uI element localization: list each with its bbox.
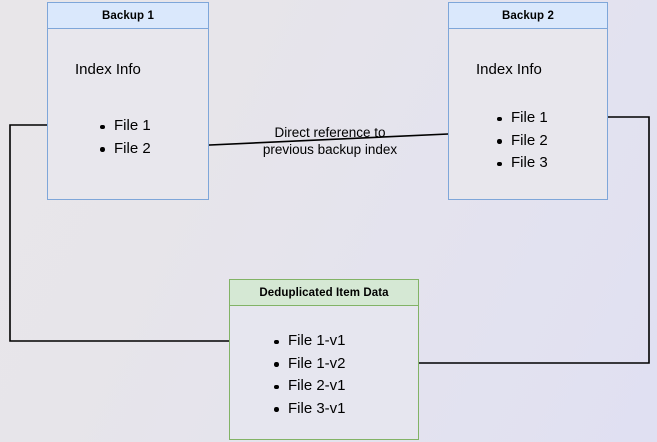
backup-2-index-info-label: Index Info <box>476 61 542 78</box>
backup-1-box: Backup 1 Index Info File 1 File 2 <box>47 2 209 200</box>
list-item: File 2-v1 <box>274 375 346 398</box>
backup-2-file-list: File 1 File 2 File 3 <box>497 107 548 175</box>
list-item: File 3 <box>497 152 548 175</box>
list-item: File 1 <box>100 115 151 138</box>
backup-2-box: Backup 2 Index Info File 1 File 2 File 3 <box>448 2 608 200</box>
backup-1-file-list: File 1 File 2 <box>100 115 151 160</box>
backup-1-header: Backup 1 <box>48 3 208 29</box>
backup-1-body: Index Info File 1 File 2 <box>48 29 208 199</box>
deduplicated-item-data-header: Deduplicated Item Data <box>230 280 418 306</box>
list-item: File 2 <box>497 130 548 153</box>
deduplicated-item-data-box: Deduplicated Item Data File 1-v1 File 1-… <box>229 279 419 440</box>
direct-reference-annotation: Direct reference to previous backup inde… <box>250 124 410 158</box>
backup-2-header: Backup 2 <box>449 3 607 29</box>
direct-reference-line-1: Direct reference to <box>274 125 386 140</box>
list-item: File 1-v1 <box>274 330 346 353</box>
deduplicated-item-data-body: File 1-v1 File 1-v2 File 2-v1 File 3-v1 <box>230 306 418 439</box>
list-item: File 1-v2 <box>274 353 346 376</box>
list-item: File 3-v1 <box>274 398 346 421</box>
list-item: File 1 <box>497 107 548 130</box>
list-item: File 2 <box>100 138 151 161</box>
direct-reference-line-2: previous backup index <box>262 142 398 157</box>
backup-2-body: Index Info File 1 File 2 File 3 <box>449 29 607 199</box>
deduplicated-file-list: File 1-v1 File 1-v2 File 2-v1 File 3-v1 <box>274 330 346 420</box>
backup-1-index-info-label: Index Info <box>75 61 141 78</box>
